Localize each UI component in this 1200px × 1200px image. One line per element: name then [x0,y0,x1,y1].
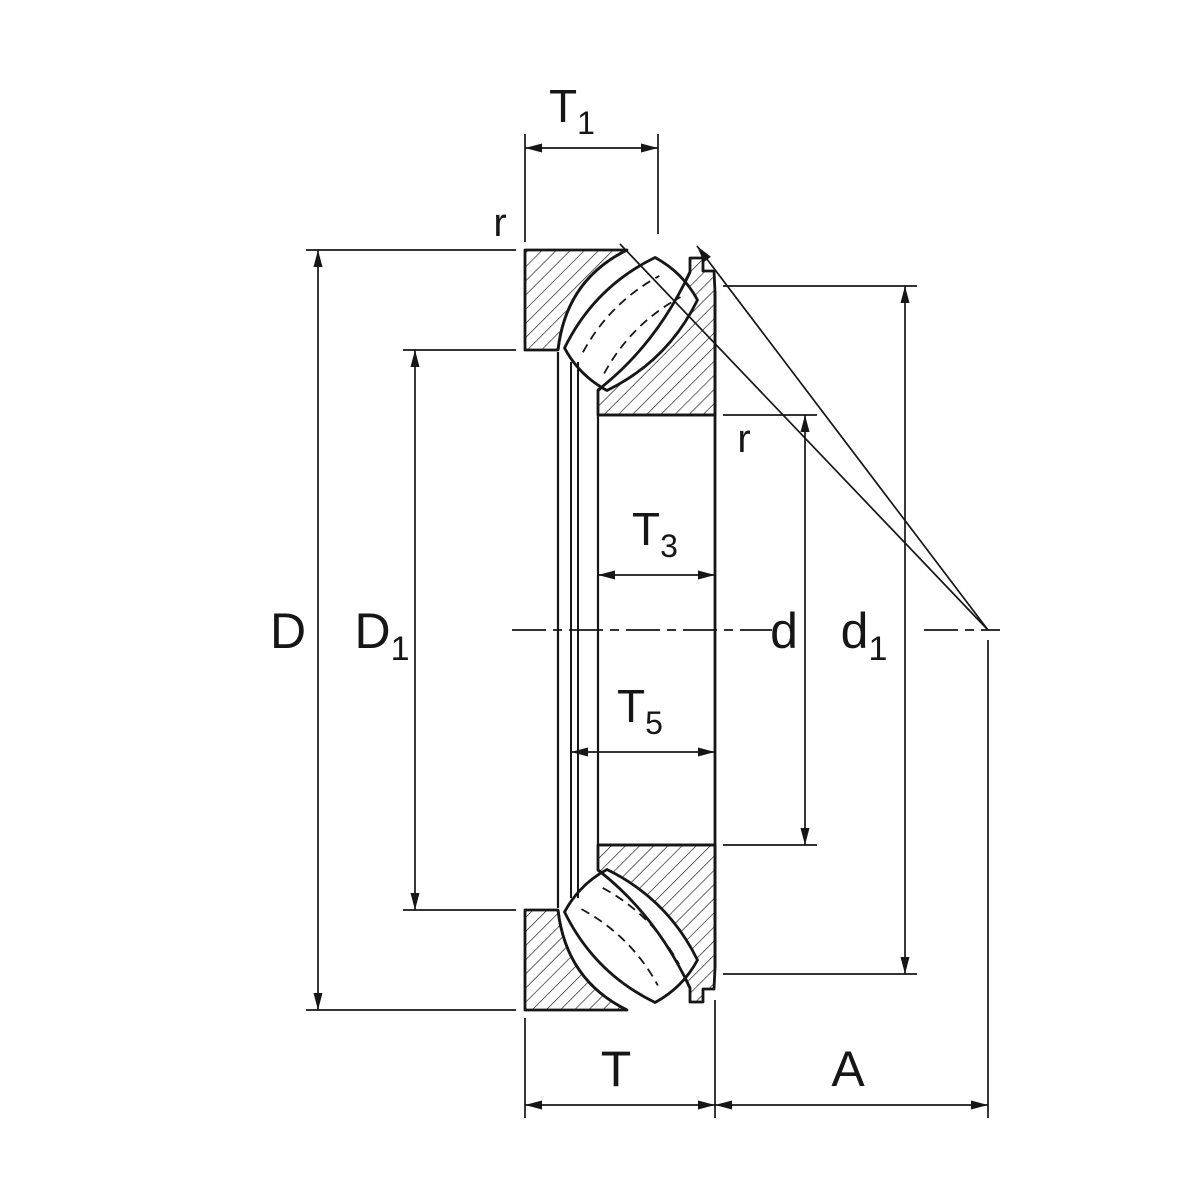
shaft-raceway-top-edge [597,271,692,392]
r-outer-label: r [493,201,506,245]
T1-label: T1 [549,80,595,141]
T1-arrow-left [525,143,542,153]
D-arrow-bottom [313,993,323,1010]
dimension-d1: d1 [723,285,917,975]
A-arrow-left [715,1100,732,1110]
dimension-T1: T1 [524,80,659,242]
T3-label: T3 [632,503,678,564]
dimension-d: d [723,414,817,846]
D1-label: D1 [354,603,409,668]
shaft-raceway-bottom-edge [597,868,692,989]
T-arrow-left [525,1100,542,1110]
A-label: A [831,1041,865,1097]
sphere-center-construction-line [619,243,989,631]
A-arrow-right [971,1100,988,1110]
d1-arrow-top [900,286,910,303]
roller-axis-arrowhead [697,246,711,263]
d-arrow-top [800,415,810,432]
dimension-D: D [270,249,516,1011]
dimension-D1: D1 [354,349,516,911]
T5-arrow-left [571,747,588,757]
dimension-T-and-A: T A [524,640,989,1118]
D-label: D [270,603,306,659]
d1-arrow-bottom [900,957,910,974]
roller-axis-construction-line [696,245,989,631]
d-label: d [770,603,798,659]
r-inner-label: r [737,417,750,461]
T3-arrow-left [598,570,615,580]
T3-arrow-right [698,570,715,580]
D1-arrow-top [410,350,420,367]
dimension-T3: T3 [598,503,715,580]
T-label: T [601,1041,632,1097]
d-arrow-bottom [800,828,810,845]
D1-arrow-bottom [410,893,420,910]
D-arrow-top [313,250,323,267]
dimension-T5: T5 [571,680,715,757]
T-arrow-right [698,1100,715,1110]
d1-label: d1 [841,603,888,668]
roller-bottom-body [563,868,699,1004]
housing-raceway-bottom-edge [556,909,628,1012]
T5-label: T5 [617,680,663,741]
roller-top-hidden-contour [582,275,681,374]
T1-arrow-right [641,143,658,153]
construction-lines [512,243,1000,631]
T5-arrow-right [698,747,715,757]
housing-raceway-top-edge [556,248,628,351]
